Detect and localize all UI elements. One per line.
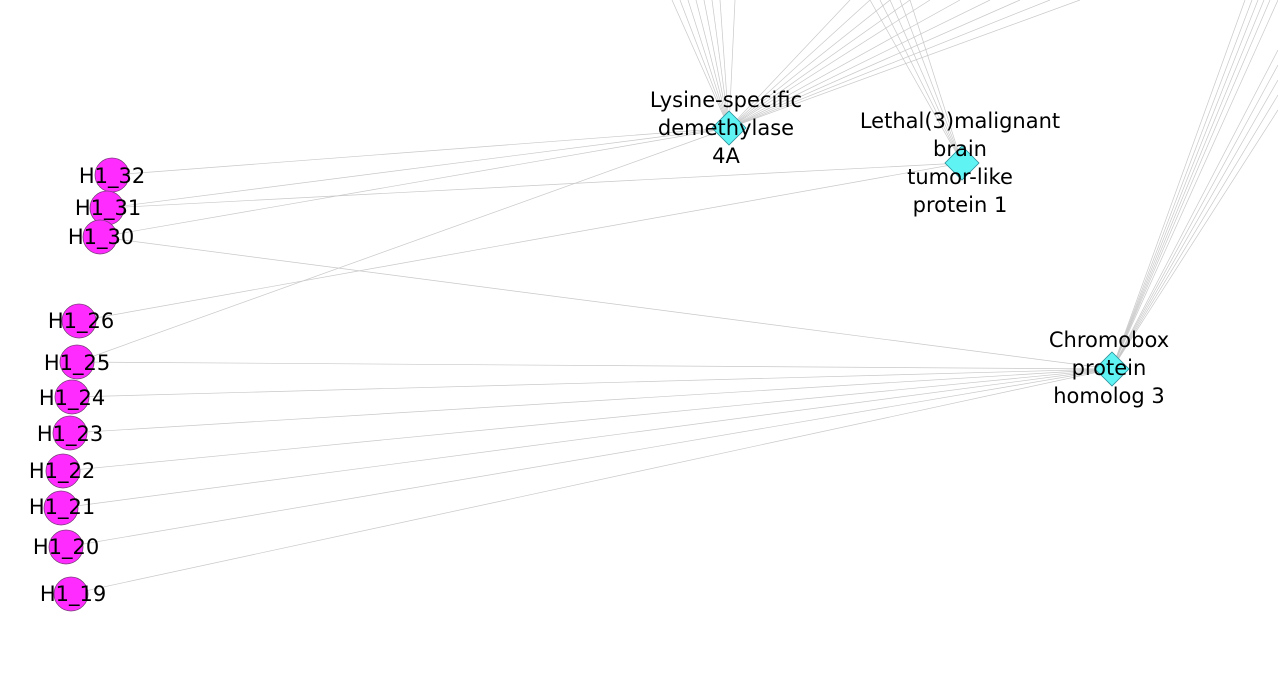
offscreen-edge [728, 0, 1051, 129]
histone-node-label: H1_20 [33, 535, 99, 560]
offscreen-edge [869, 0, 963, 164]
offscreen-edge [728, 0, 911, 129]
protein-node-label-line: Chromobox [1049, 328, 1169, 352]
edges [60, 127, 1113, 595]
edge-H1_32-KDM4A [111, 127, 730, 176]
histone-node-label: H1_32 [79, 164, 145, 189]
histone-node-label: H1_22 [29, 459, 95, 484]
histone-node-circle[interactable] [52, 415, 88, 451]
histone-node-circle[interactable] [82, 219, 118, 255]
protein-node-label-line: Lethal(3)malignant [860, 109, 1060, 133]
histone-node-label: H1_30 [68, 225, 134, 250]
histone-node-circle[interactable] [48, 529, 84, 565]
histone-node[interactable]: H1_32 [79, 157, 145, 193]
offscreen-edge [703, 0, 730, 129]
edge-H1_31-L3MBTL1 [106, 162, 963, 209]
offscreen-edge [728, 0, 1081, 129]
offscreen-edge [1111, 49, 1278, 370]
histone-node[interactable]: H1_19 [40, 576, 106, 612]
edge-H1_23-CBX3 [69, 368, 1113, 434]
protein-node-label-line: protein [1072, 356, 1147, 380]
offscreen-edge [728, 0, 991, 129]
offscreen-edge [1111, 0, 1259, 370]
histone-node-circle[interactable] [45, 453, 81, 489]
protein-node-diamond[interactable] [944, 145, 980, 181]
edge-H1_22-CBX3 [62, 368, 1113, 472]
protein-node[interactable]: Lysine-specific demethylase 4A [650, 88, 802, 168]
offscreen-edge [728, 0, 891, 129]
histone-node-label: H1_31 [75, 196, 141, 221]
histone-node-label: H1_24 [39, 386, 105, 411]
offscreen-edge [1111, 0, 1246, 370]
protein-node-diamond[interactable] [1094, 351, 1130, 387]
edge-H1_30-CBX3 [99, 236, 1113, 370]
protein-node-diamond[interactable] [711, 110, 747, 146]
histone-node[interactable]: H1_20 [33, 529, 99, 565]
histone-node[interactable]: H1_25 [44, 344, 110, 380]
edge-H1_24-CBX3 [71, 368, 1113, 398]
histone-node-circle[interactable] [59, 344, 95, 380]
offscreen-edge [728, 0, 736, 129]
edge-H1_20-CBX3 [65, 368, 1113, 548]
edge-H1_25-CBX3 [76, 361, 1113, 370]
edge-H1_26-L3MBTL1 [78, 162, 963, 322]
protein-node-label-line: brain [933, 137, 987, 161]
offscreen-edge [1111, 0, 1265, 370]
offscreen-edge [728, 0, 871, 129]
protein-node[interactable]: Chromobox protein homolog 3 [1049, 328, 1169, 408]
histone-node[interactable]: H1_23 [37, 415, 103, 451]
edge-H1_30-KDM4A [99, 127, 730, 238]
offscreen-edge [728, 0, 851, 129]
protein-node-label-line: homolog 3 [1053, 384, 1165, 408]
protein-node-label-line: protein 1 [913, 193, 1008, 217]
edge-H1_19-CBX3 [70, 368, 1113, 595]
histone-node-circle[interactable] [54, 379, 90, 415]
edge-H1_25-KDM4A [76, 127, 730, 363]
histone-node-label: H1_21 [29, 495, 95, 520]
histone-node-label: H1_23 [37, 422, 103, 447]
histone-node[interactable]: H1_21 [29, 490, 95, 526]
histone-node-circle[interactable] [43, 490, 79, 526]
offscreen-edge [909, 0, 963, 164]
histone-node-circle[interactable] [53, 576, 89, 612]
protein-node-label-line: Lysine-specific [650, 88, 802, 112]
protein-node-label-line: demethylase [658, 116, 794, 140]
offscreen-edge [1111, 0, 1253, 370]
offscreen-edge [719, 0, 730, 129]
offscreen-edge [889, 0, 963, 164]
offscreen-edge [728, 0, 931, 129]
offscreen-edge [879, 0, 963, 164]
offscreen-edge [695, 0, 730, 129]
nodes: H1_32H1_31H1_30H1_26H1_25H1_24H1_23H1_22… [29, 88, 1169, 612]
histone-node[interactable]: H1_24 [39, 379, 105, 415]
edge-H1_21-CBX3 [60, 368, 1113, 509]
offscreen-edge [1111, 79, 1278, 370]
offscreen-edge [899, 0, 963, 164]
histone-node-label: H1_25 [44, 351, 110, 376]
offscreen-edge [679, 0, 730, 129]
histone-node[interactable]: H1_26 [48, 303, 114, 339]
offscreen-edge [1111, 109, 1278, 370]
protein-node[interactable]: Lethal(3)malignant brain tumor-like protein… [860, 109, 1060, 217]
histone-node-circle[interactable] [61, 303, 97, 339]
protein-node-label-line: tumor-like [907, 165, 1013, 189]
histone-node-label: H1_19 [40, 582, 106, 607]
histone-node-label: H1_26 [48, 309, 114, 334]
offscreen-edge [1111, 0, 1278, 370]
protein-node-label-line: 4A [712, 144, 740, 168]
offscreen-edge [687, 0, 730, 129]
offscreen-edge [1111, 64, 1278, 370]
offscreen-edge [671, 0, 730, 129]
offscreen-edge [728, 0, 961, 129]
offscreen-edge [1111, 94, 1278, 370]
histone-node[interactable]: H1_30 [68, 219, 134, 255]
edge-H1_31-KDM4A [106, 127, 730, 209]
offscreen-edge [711, 0, 730, 129]
offscreen-edge [1111, 0, 1271, 370]
offscreen-edges [671, 0, 1278, 370]
histone-node[interactable]: H1_22 [29, 453, 95, 489]
histone-node[interactable]: H1_31 [75, 190, 141, 226]
offscreen-edge [728, 0, 1021, 129]
